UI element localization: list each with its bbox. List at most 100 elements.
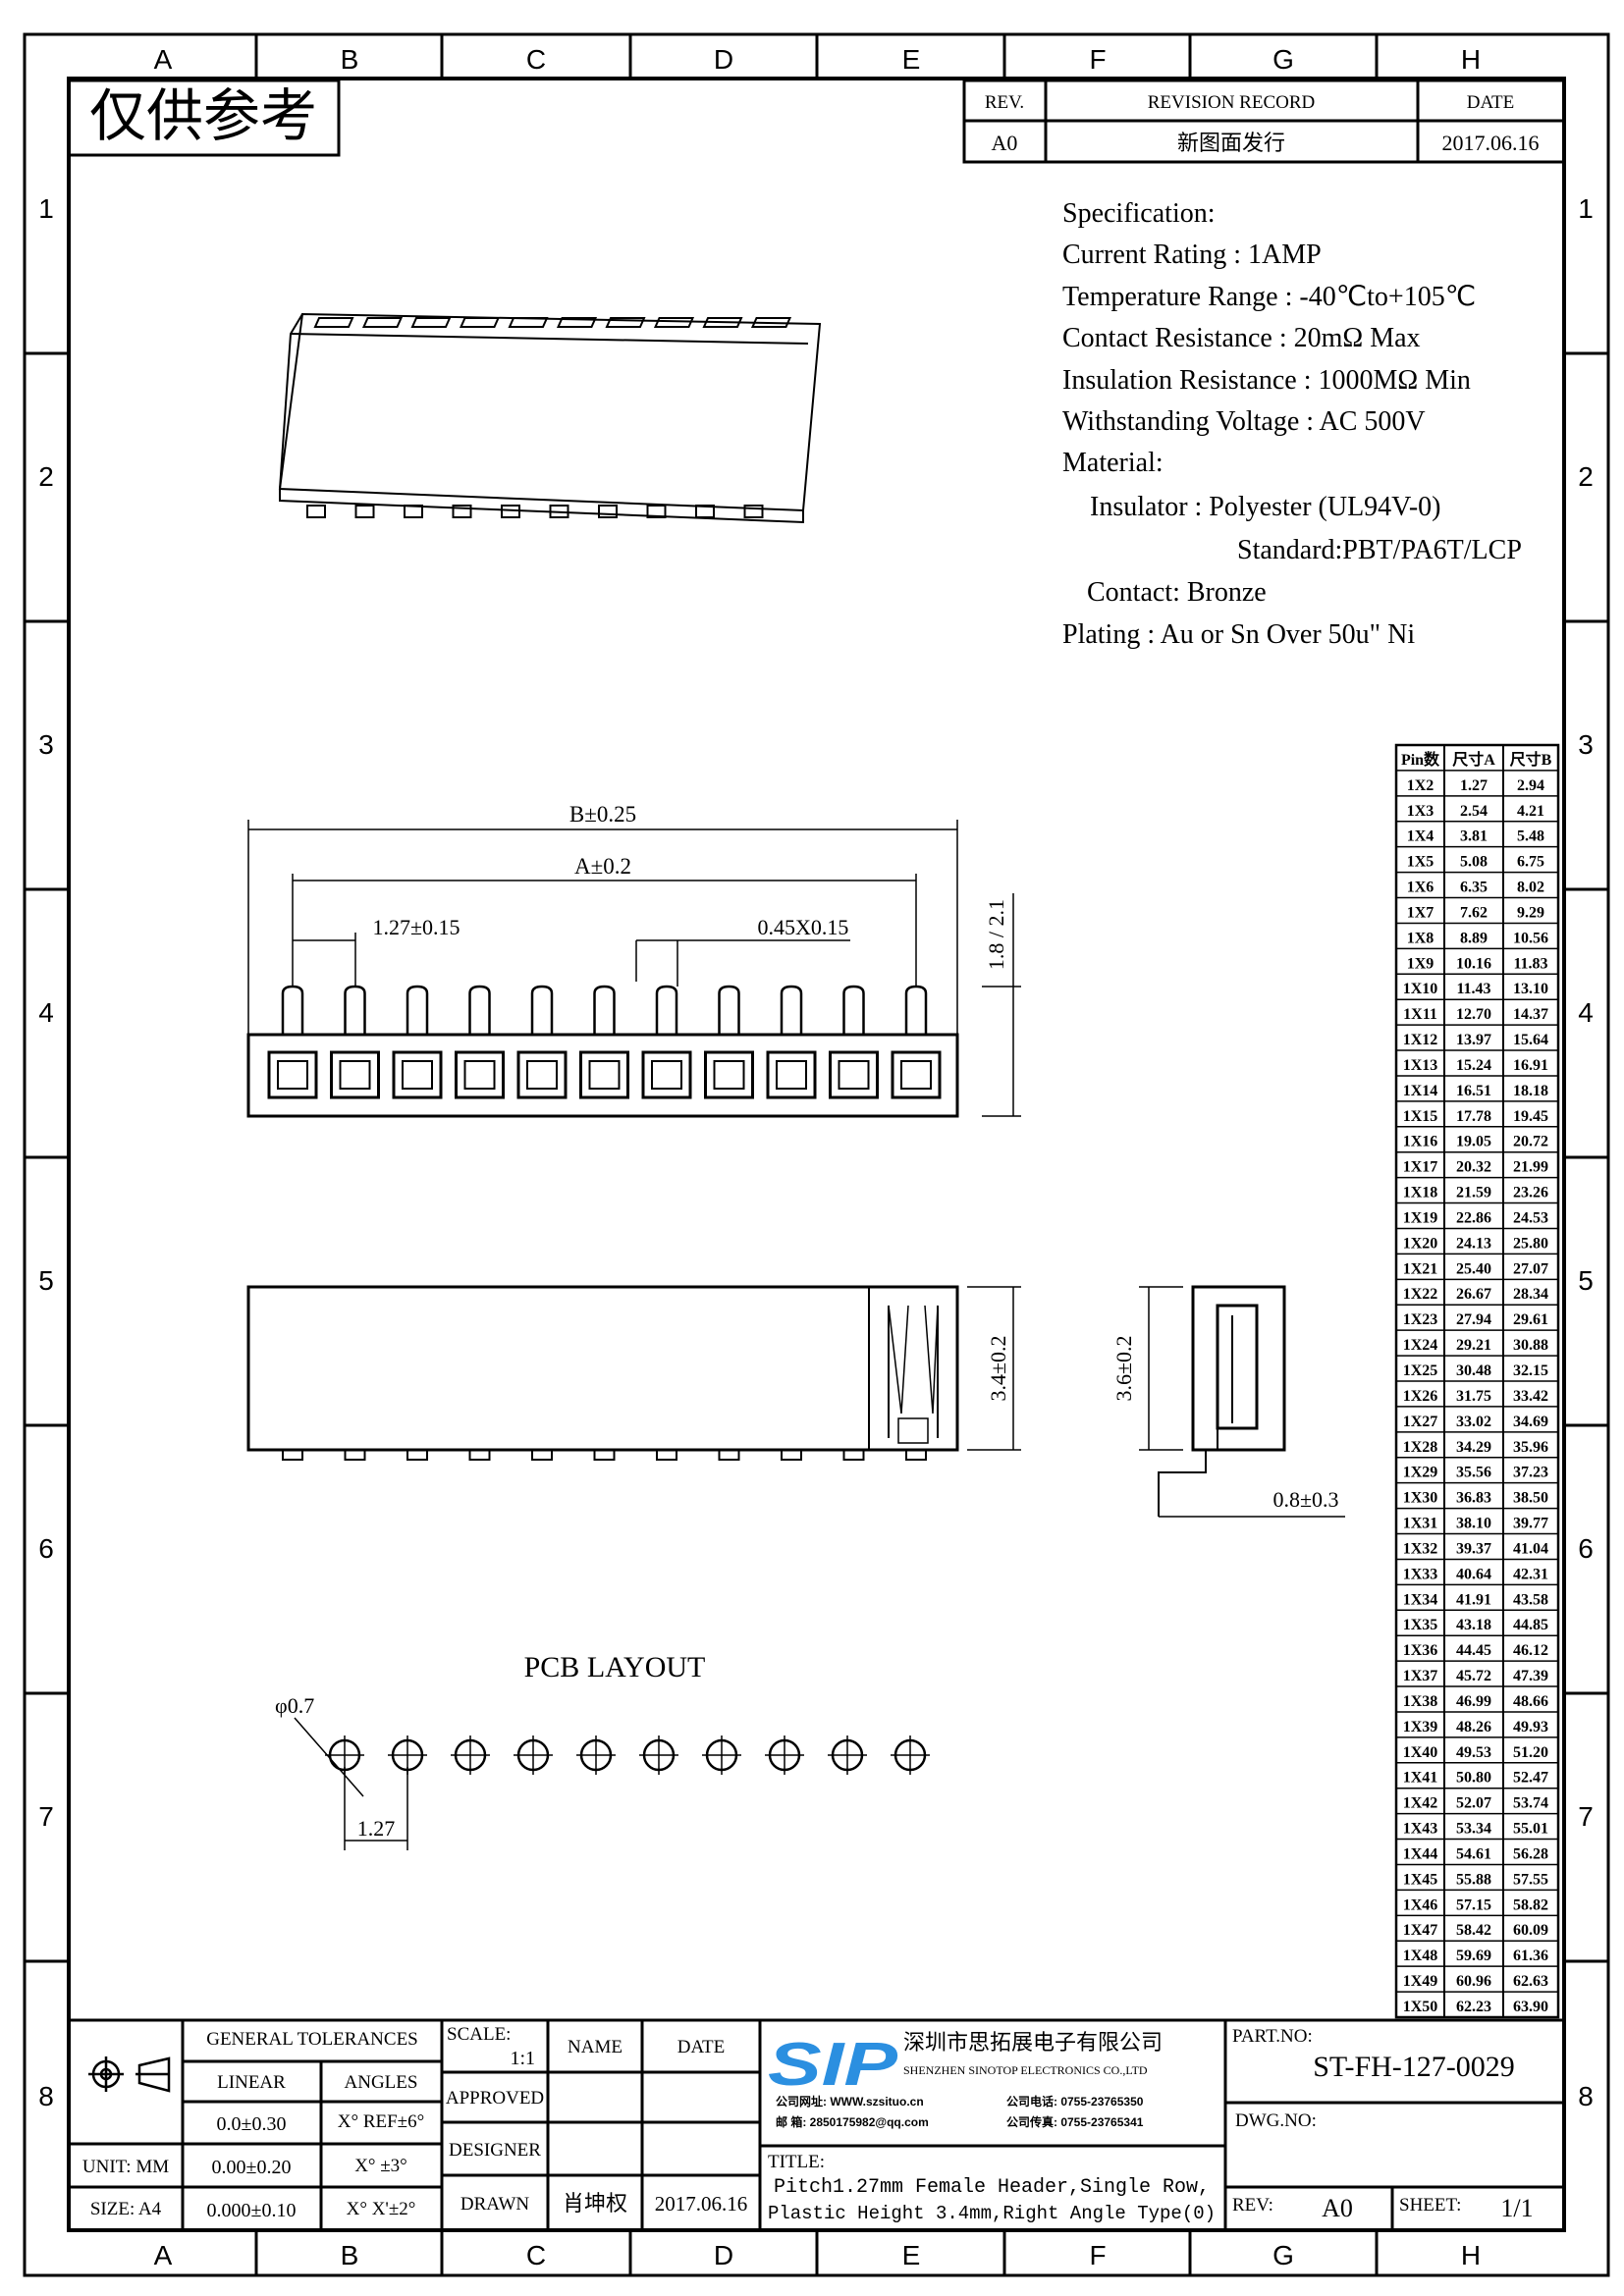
table-cell: 33.42 bbox=[1513, 1388, 1548, 1405]
zone-row-label: 5 bbox=[38, 1265, 54, 1296]
table-cell: 60.96 bbox=[1456, 1973, 1491, 1990]
table-cell: 59.69 bbox=[1456, 1948, 1491, 1964]
table-cell: 49.93 bbox=[1513, 1719, 1548, 1735]
table-cell: 1X12 bbox=[1403, 1032, 1438, 1048]
pin-tail bbox=[905, 1449, 927, 1461]
contact-cavity-inner bbox=[900, 1060, 932, 1090]
table-cell: 1X39 bbox=[1403, 1719, 1438, 1735]
table-cell: 1X38 bbox=[1403, 1693, 1438, 1710]
iso-pin bbox=[501, 505, 520, 518]
table-cell: 44.45 bbox=[1456, 1642, 1491, 1659]
table-cell: 1X14 bbox=[1403, 1083, 1438, 1099]
zone-row-label: 7 bbox=[1578, 1801, 1594, 1832]
size-label: SIZE: A4 bbox=[90, 2199, 162, 2219]
company-phone: 公司电话: 0755-23765350 bbox=[1006, 2094, 1144, 2109]
table-cell: 5.48 bbox=[1517, 828, 1544, 845]
table-cell: 1X42 bbox=[1403, 1795, 1438, 1812]
title-line-2: Plastic Height 3.4mm,Right Angle Type(0) bbox=[768, 2203, 1216, 2224]
table-cell: 60.09 bbox=[1513, 1922, 1548, 1939]
table-cell: 1X10 bbox=[1403, 981, 1438, 997]
zone-row-label: 2 bbox=[38, 461, 54, 492]
table-cell: 1X24 bbox=[1403, 1337, 1438, 1354]
dim-height: 3.4±0.2 bbox=[986, 1335, 1010, 1401]
date-header: DATE bbox=[1467, 92, 1515, 113]
zone-column-label: H bbox=[1461, 2240, 1481, 2270]
table-cell: 8.89 bbox=[1460, 930, 1488, 946]
pin bbox=[718, 985, 740, 1035]
table-cell: 1X47 bbox=[1403, 1922, 1438, 1939]
pin bbox=[842, 985, 865, 1035]
iso-slot bbox=[653, 317, 695, 328]
table-cell: 1X22 bbox=[1403, 1286, 1438, 1303]
spec-standard: Standard:PBT/PA6T/LCP bbox=[1237, 535, 1522, 565]
company-website: 公司网址: WWW.szsituo.cn bbox=[776, 2094, 924, 2109]
title-block: GENERAL TOLERANCES LINEAR ANGLES 0.0±0.3… bbox=[69, 2018, 1564, 2230]
dim-hole-pitch: 1.27 bbox=[357, 1816, 396, 1841]
zone-column-label: C bbox=[526, 44, 546, 75]
table-cell: 1X33 bbox=[1403, 1566, 1438, 1582]
table-cell: 29.61 bbox=[1513, 1311, 1548, 1328]
table-cell: 47.39 bbox=[1513, 1668, 1548, 1684]
angle-tol-1: X° REF±6° bbox=[338, 2111, 424, 2132]
sheet-label: SHEET: bbox=[1399, 2195, 1461, 2216]
dim-pin-height: 1.8 / 2.1 bbox=[984, 899, 1008, 970]
table-cell: 53.74 bbox=[1513, 1795, 1548, 1812]
hole-center-mark bbox=[702, 1735, 741, 1775]
spec-plating: Plating : Au or Sn Over 50u" Ni bbox=[1062, 619, 1415, 650]
table-cell: 41.04 bbox=[1513, 1540, 1548, 1557]
table-cell: 1X36 bbox=[1403, 1642, 1438, 1659]
pin bbox=[344, 985, 366, 1035]
zone-column-label: E bbox=[902, 44, 921, 75]
pin bbox=[780, 985, 803, 1035]
table-cell: 39.37 bbox=[1456, 1540, 1491, 1557]
table-cell: 52.47 bbox=[1513, 1770, 1548, 1787]
zone-column-label: G bbox=[1272, 44, 1294, 75]
table-cell: 1X25 bbox=[1403, 1362, 1438, 1379]
iso-pin bbox=[646, 505, 667, 518]
zone-column-label: A bbox=[154, 2240, 173, 2270]
pin bbox=[904, 985, 928, 1035]
angles-label: ANGLES bbox=[345, 2072, 418, 2093]
table-cell: 21.59 bbox=[1456, 1185, 1491, 1201]
table-cell: 9.29 bbox=[1517, 904, 1544, 921]
pin-tail bbox=[593, 1449, 616, 1461]
dim-pin: 0.45X0.15 bbox=[758, 915, 849, 939]
iso-slot bbox=[459, 317, 501, 328]
table-cell: 34.69 bbox=[1513, 1414, 1548, 1430]
iso-pin bbox=[743, 505, 764, 518]
table-cell: 19.05 bbox=[1456, 1134, 1491, 1150]
table-cell: 16.51 bbox=[1456, 1083, 1491, 1099]
title-label: TITLE: bbox=[768, 2152, 825, 2172]
table-cell: 38.50 bbox=[1513, 1490, 1548, 1507]
table-cell: 45.72 bbox=[1456, 1668, 1491, 1684]
table-cell: 20.32 bbox=[1456, 1159, 1491, 1176]
dim-a: A±0.2 bbox=[574, 854, 631, 879]
table-cell: 20.72 bbox=[1513, 1134, 1548, 1150]
pin bbox=[593, 985, 616, 1035]
table-cell: 21.99 bbox=[1513, 1159, 1548, 1176]
drawn-label: DRAWN bbox=[460, 2194, 530, 2215]
table-cell: 1X3 bbox=[1407, 803, 1435, 820]
table-cell: 13.97 bbox=[1456, 1032, 1491, 1048]
hole-center-mark bbox=[576, 1735, 616, 1775]
angle-tol-3: X° X'±2° bbox=[347, 2199, 416, 2219]
zone-column-label: B bbox=[341, 44, 359, 75]
table-cell: 38.10 bbox=[1456, 1516, 1491, 1532]
pcb-title: PCB LAYOUT bbox=[524, 1651, 706, 1683]
company-email: 邮 箱: 2850175982@qq.com bbox=[776, 2114, 929, 2129]
table-cell: 1X16 bbox=[1403, 1134, 1438, 1150]
specification: Specification: Current Rating : 1AMP Tem… bbox=[1062, 198, 1522, 650]
table-cell: 1X20 bbox=[1403, 1235, 1438, 1252]
front-dimensions bbox=[247, 820, 1021, 1117]
table-cell: 3.81 bbox=[1460, 828, 1488, 845]
inner-frame bbox=[67, 77, 1566, 2232]
table-cell: 5.08 bbox=[1460, 854, 1488, 871]
company-fax: 公司传真: 0755-23765341 bbox=[1006, 2114, 1144, 2129]
zone-grid bbox=[25, 34, 1608, 2275]
rev-value: A0 bbox=[992, 131, 1018, 155]
pin bbox=[406, 985, 429, 1035]
table-cell: 35.96 bbox=[1513, 1439, 1548, 1456]
table-cell: 55.01 bbox=[1513, 1821, 1548, 1838]
table-cell: 53.34 bbox=[1456, 1821, 1491, 1838]
table-cell: 32.15 bbox=[1513, 1362, 1548, 1379]
